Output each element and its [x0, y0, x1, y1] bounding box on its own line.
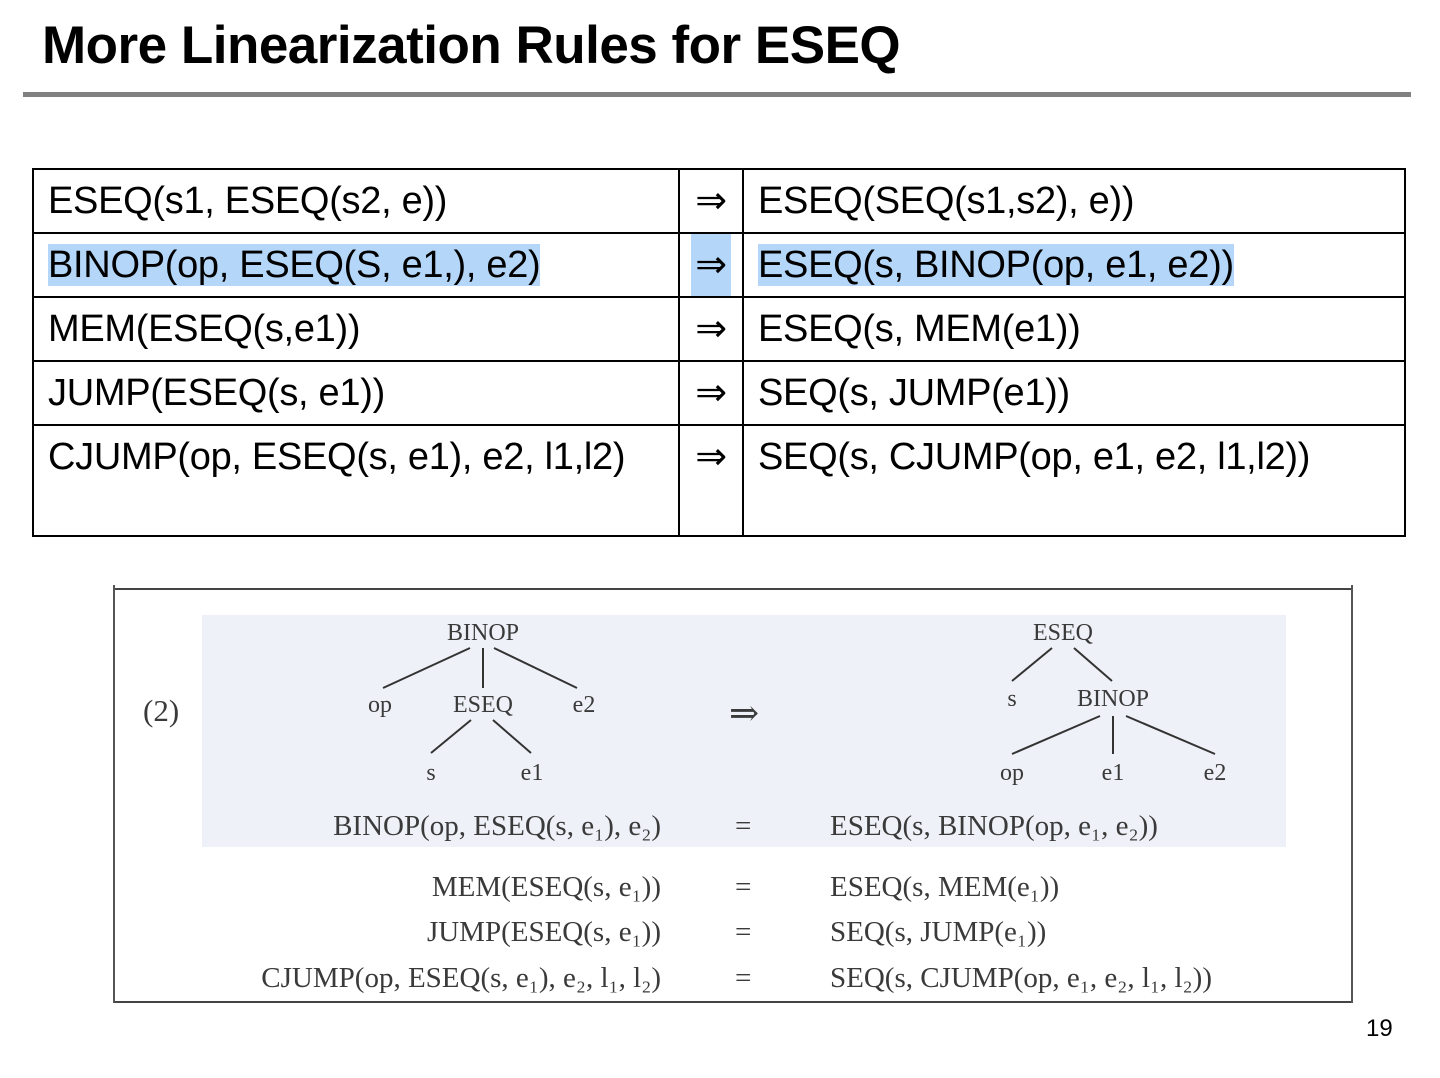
implies-icon[interactable]: ⇒ — [691, 235, 731, 295]
rule-arrow-cell: ⇒ — [678, 168, 744, 234]
rule-left-text: ESEQ(s1, ESEQ(s2, e)) — [48, 180, 448, 222]
equation-row: JUMP(ESEQ(s, e₁)) = SEQ(s, JUMP(e₁)) — [115, 912, 1351, 952]
rule-row: JUMP(ESEQ(s, e1)) ⇒ SEQ(s, JUMP(e1)) — [32, 360, 1406, 426]
slide-title: More Linearization Rules for ESEQ — [42, 16, 901, 75]
equals-sign: = — [735, 962, 752, 994]
tree-edge — [1073, 647, 1113, 682]
tree-edge — [382, 647, 471, 689]
tree-edge — [1011, 647, 1053, 682]
equation-lhs: CJUMP(op, ESEQ(s, e₁), e₂, l₁, l₂) — [261, 962, 661, 994]
equation-row: MEM(ESEQ(s, e₁)) = ESEQ(s, MEM(e₁)) — [115, 867, 1351, 907]
rule-row: MEM(ESEQ(s,e1)) ⇒ ESEQ(s, MEM(e1)) — [32, 296, 1406, 362]
equation-lhs: JUMP(ESEQ(s, e₁)) — [426, 916, 661, 948]
equation-rhs: ESEQ(s, MEM(e₁)) — [830, 871, 1060, 903]
rule-right-text-selected[interactable]: ESEQ(s, BINOP(op, e1, e2)) — [758, 244, 1234, 286]
tree-edge — [492, 719, 532, 754]
equation-lhs: MEM(ESEQ(s, e₁)) — [431, 871, 661, 903]
page-number: 19 — [1366, 1015, 1393, 1042]
rule-left-text: CJUMP(op, ESEQ(s, e1), e2, l1,l2) — [48, 436, 626, 478]
rule-right-cell: SEQ(s, JUMP(e1)) — [742, 360, 1406, 426]
equation-row: CJUMP(op, ESEQ(s, e₁), e₂, l₁, l₂) = SEQ… — [115, 958, 1351, 998]
figure-highlight-band — [202, 615, 1286, 847]
rule-left-text-selected[interactable]: BINOP(op, ESEQ(S, e1,), e2) — [48, 244, 541, 286]
tree-node-op: op — [1000, 760, 1024, 786]
tree-edge — [1125, 715, 1216, 755]
implies-icon: ⇒ — [729, 693, 760, 733]
rule-row-selected: BINOP(op, ESEQ(S, e1,), e2) ⇒ ESEQ(s, BI… — [32, 232, 1406, 298]
rule-right-cell: ESEQ(s, MEM(e1)) — [742, 296, 1406, 362]
rule-arrow-cell: ⇒ — [678, 232, 744, 298]
rule-right-cell: ESEQ(SEQ(s1,s2), e)) — [742, 168, 1406, 234]
rule-arrow-cell: ⇒ — [678, 424, 744, 537]
textbook-figure: (2) BINOP op ESEQ e2 s e1 ⇒ ESEQ s BINOP… — [113, 585, 1353, 1003]
tree-node-s: s — [426, 760, 436, 786]
rule-left-cell: BINOP(op, ESEQ(S, e1,), e2) — [32, 232, 680, 298]
tree-node-e1: e1 — [1101, 760, 1125, 786]
implies-icon: ⇒ — [695, 308, 727, 350]
rule-right-text: ESEQ(SEQ(s1,s2), e)) — [758, 180, 1135, 222]
tree-node-e2: e2 — [1203, 760, 1227, 786]
equals-sign: = — [735, 871, 752, 903]
rule-arrow-cell: ⇒ — [678, 296, 744, 362]
equals-sign: = — [735, 810, 752, 842]
tree-edges — [382, 647, 1216, 755]
rule-right-text: SEQ(s, CJUMP(op, e1, e2, l1,l2)) — [758, 436, 1311, 478]
rule-arrow-cell: ⇒ — [678, 360, 744, 426]
title-underline — [23, 92, 1411, 97]
implies-icon: ⇒ — [695, 180, 727, 222]
implies-icon: ⇒ — [695, 436, 727, 478]
rule-left-cell: MEM(ESEQ(s,e1)) — [32, 296, 680, 362]
rule-left-text: MEM(ESEQ(s,e1)) — [48, 308, 361, 350]
tree-node-e2: e2 — [572, 692, 596, 718]
equation-rhs: ESEQ(s, BINOP(op, e₁, e₂)) — [830, 810, 1158, 842]
tree-node-op: op — [368, 692, 392, 718]
tree-node-binop: BINOP — [1076, 686, 1150, 712]
equation-rhs: SEQ(s, JUMP(e₁)) — [830, 916, 1047, 948]
rule-left-cell: CJUMP(op, ESEQ(s, e1), e2, l1,l2) — [32, 424, 680, 537]
rule-left-text: JUMP(ESEQ(s, e1)) — [48, 372, 385, 414]
tree-node-s: s — [1007, 686, 1017, 712]
rule-right-cell: SEQ(s, CJUMP(op, e1, e2, l1,l2)) — [742, 424, 1406, 537]
tree-node-e1: e1 — [520, 760, 544, 786]
rule-right-cell: ESEQ(s, BINOP(op, e1, e2)) — [742, 232, 1406, 298]
tree-edge — [1011, 715, 1101, 755]
rule-left-cell: JUMP(ESEQ(s, e1)) — [32, 360, 680, 426]
rule-row: CJUMP(op, ESEQ(s, e1), e2, l1,l2) ⇒ SEQ(… — [32, 424, 1406, 537]
tree-edge — [493, 647, 578, 689]
rule-row: ESEQ(s1, ESEQ(s2, e)) ⇒ ESEQ(SEQ(s1,s2),… — [32, 168, 1406, 234]
tree-node-binop: BINOP — [446, 620, 520, 646]
tree-node-eseq: ESEQ — [1033, 620, 1093, 646]
equation-rhs: SEQ(s, CJUMP(op, e₁, e₂, l₁, l₂)) — [830, 962, 1212, 994]
figure-number: (2) — [143, 693, 180, 728]
equation-lhs: BINOP(op, ESEQ(s, e₁), e₂) — [333, 810, 661, 842]
rule-right-text: ESEQ(s, MEM(e1)) — [758, 308, 1081, 350]
figure-top-rule — [115, 588, 1351, 590]
figure-bottom-rule — [115, 1001, 1351, 1003]
implies-icon: ⇒ — [695, 372, 727, 414]
rule-right-text: SEQ(s, JUMP(e1)) — [758, 372, 1070, 414]
equation-row: BINOP(op, ESEQ(s, e₁), e₂) = ESEQ(s, BIN… — [115, 806, 1351, 846]
equals-sign: = — [735, 916, 752, 948]
rules-table: ESEQ(s1, ESEQ(s2, e)) ⇒ ESEQ(SEQ(s1,s2),… — [32, 168, 1406, 537]
tree-node-eseq: ESEQ — [453, 692, 513, 718]
rule-left-cell: ESEQ(s1, ESEQ(s2, e)) — [32, 168, 680, 234]
tree-edge — [430, 719, 472, 754]
